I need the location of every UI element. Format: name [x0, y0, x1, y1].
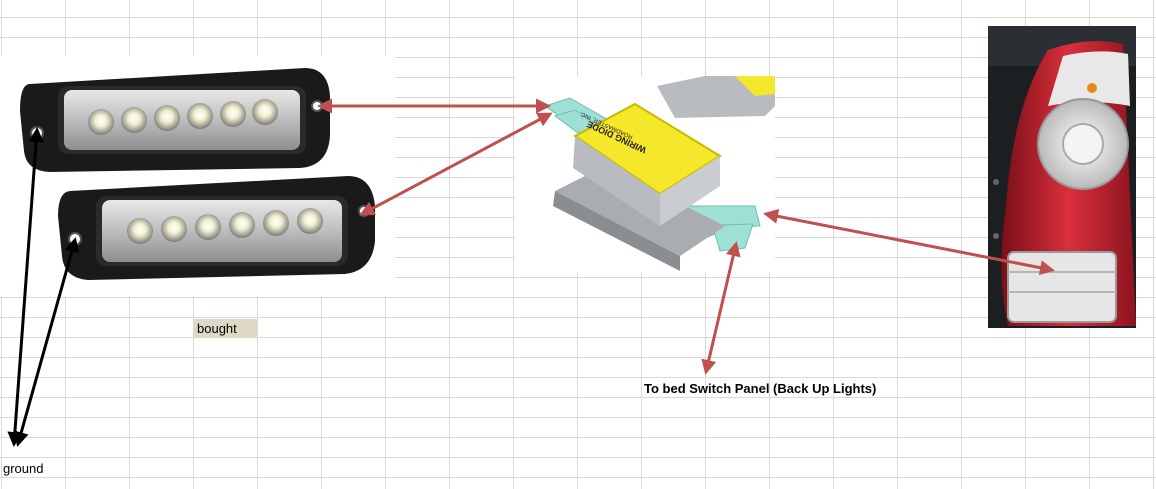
tail-light-image[interactable]: [988, 26, 1136, 328]
led-light-bars-drawing: [20, 68, 375, 280]
cell-bought[interactable]: bought: [193, 319, 257, 338]
wiring-diode-image[interactable]: WIRING DIODE ROADMASTER, INC.: [515, 76, 775, 272]
led-bar-top: [20, 68, 330, 172]
led-bar-bottom: [58, 176, 375, 280]
wiring-diode-drawing: WIRING DIODE ROADMASTER, INC.: [543, 76, 775, 271]
led-light-bars-image[interactable]: [0, 56, 395, 296]
cell-switch-panel[interactable]: To bed Switch Panel (Back Up Lights): [644, 381, 877, 396]
cell-bought-text: bought: [197, 321, 237, 336]
tail-light-drawing: [988, 26, 1136, 328]
cell-ground[interactable]: ground: [3, 461, 44, 476]
